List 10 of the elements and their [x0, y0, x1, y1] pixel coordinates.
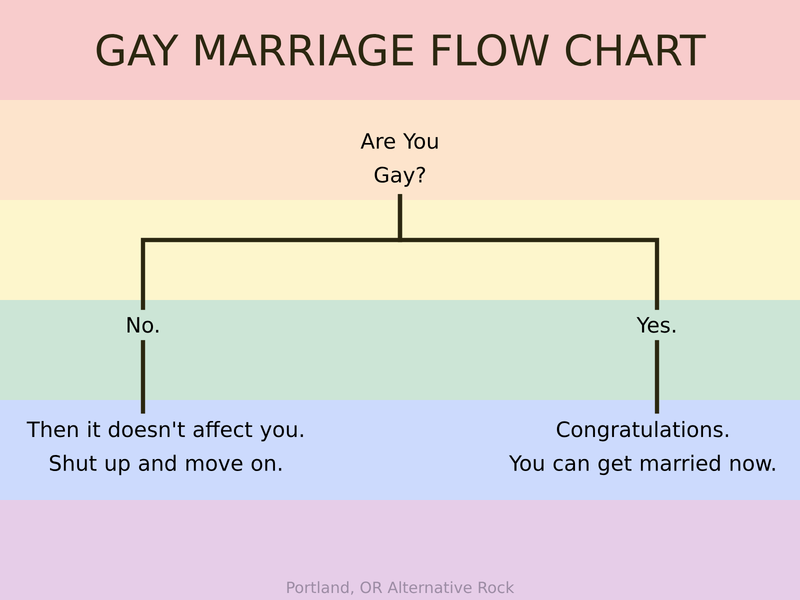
node-text: Then it doesn't affect you. Shut up and move on.	[26, 420, 303, 476]
node-text: Are You Gay?	[360, 133, 438, 187]
connector-line	[140, 340, 146, 414]
node-text: Congratulations. You can get married now.	[508, 420, 775, 476]
title: GAY MARRIAGE FLOW CHART	[96, 34, 706, 66]
node-text: Yes.	[636, 317, 676, 333]
connector-line	[654, 340, 660, 414]
connector-line	[398, 194, 660, 310]
node-text: No.	[128, 317, 158, 333]
footer-note: Portland, OR Alternative Rock	[287, 581, 514, 595]
